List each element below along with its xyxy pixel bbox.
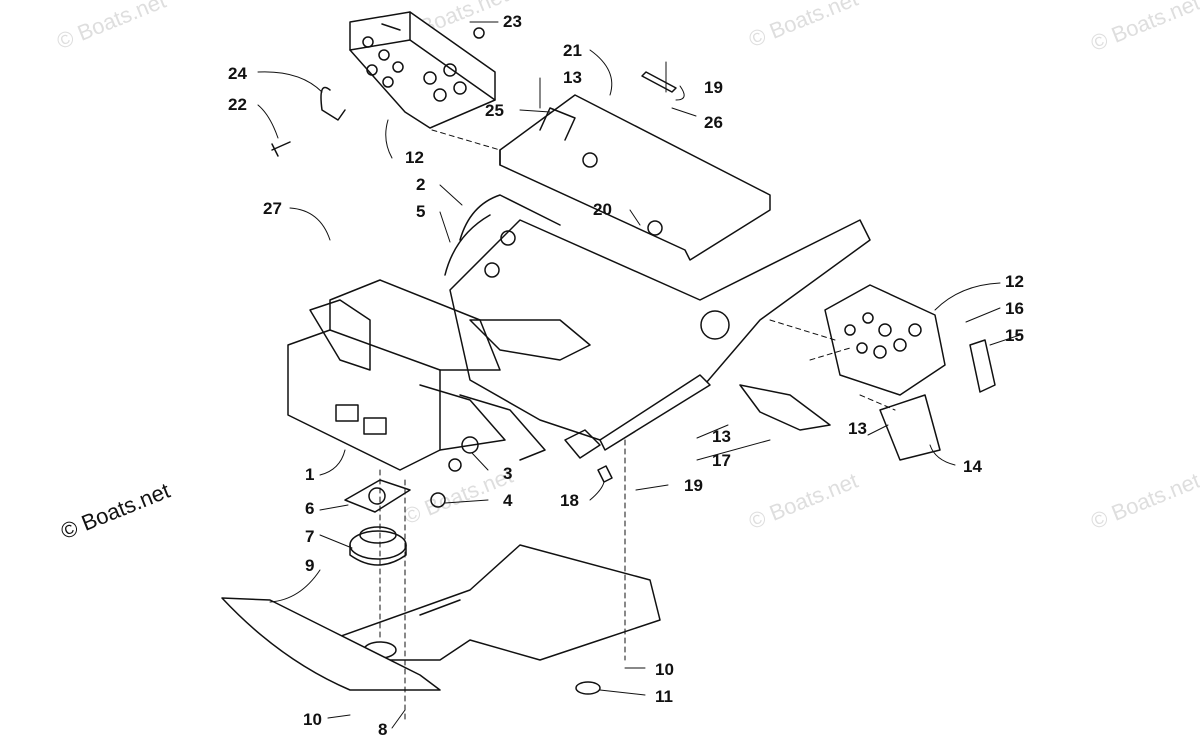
grommet-11 [575, 681, 601, 695]
part-label-27: 27 [263, 199, 282, 218]
part-label-10: 10 [655, 660, 674, 679]
bent-rod [320, 86, 346, 121]
bracket-17 [739, 384, 831, 431]
front-bulkhead [287, 279, 546, 471]
part-label-23: 23 [503, 12, 522, 31]
part-label-13: 13 [563, 68, 582, 87]
clip-26 [641, 71, 677, 93]
part-label-2: 2 [416, 175, 426, 194]
part-label-13: 13 [712, 427, 731, 446]
part-label-12: 12 [405, 148, 424, 167]
part-label-8: 8 [378, 720, 388, 739]
bolt-22 [271, 141, 291, 157]
bushing-3 [461, 436, 479, 454]
skid-plate-9 [221, 597, 441, 691]
bracket-14 [879, 394, 941, 461]
part-label-11: 11 [655, 687, 673, 706]
plate-6 [344, 479, 411, 513]
part-label-19: 19 [684, 476, 703, 495]
part-label-10: 10 [303, 710, 322, 729]
boot-7 [349, 526, 407, 566]
part-label-18: 18 [560, 491, 579, 510]
part-label-1: 1 [305, 465, 315, 484]
top-cover-plate [499, 94, 771, 261]
part-label-7: 7 [305, 527, 315, 546]
bushing-4 [430, 492, 446, 508]
part-label-15: 15 [1005, 326, 1024, 345]
side-bracket-right [824, 284, 946, 396]
part-label-14: 14 [963, 457, 982, 476]
part-label-6: 6 [305, 499, 315, 518]
part-label-13: 13 [848, 419, 867, 438]
part-label-3: 3 [503, 464, 513, 483]
part-label-9: 9 [305, 556, 315, 575]
part-label-20: 20 [593, 200, 612, 219]
part-label-21: 21 [563, 41, 582, 60]
part-label-16: 16 [1005, 299, 1024, 318]
bumper-18 [597, 465, 613, 483]
front-bumper-bracket-upper [349, 11, 496, 129]
part-label-4: 4 [503, 491, 513, 510]
part-label-17: 17 [712, 451, 731, 470]
tube-end [564, 429, 601, 459]
part-label-22: 22 [228, 95, 247, 114]
belly-pan [329, 544, 661, 661]
part-label-26: 26 [704, 113, 723, 132]
plate-15 [969, 339, 996, 393]
main-frame [444, 194, 871, 451]
part-label-5: 5 [416, 202, 426, 221]
part-label-19: 19 [704, 78, 723, 97]
part-label-24: 24 [228, 64, 247, 83]
part-label-12: 12 [1005, 272, 1024, 291]
part-label-25: 25 [485, 101, 504, 120]
